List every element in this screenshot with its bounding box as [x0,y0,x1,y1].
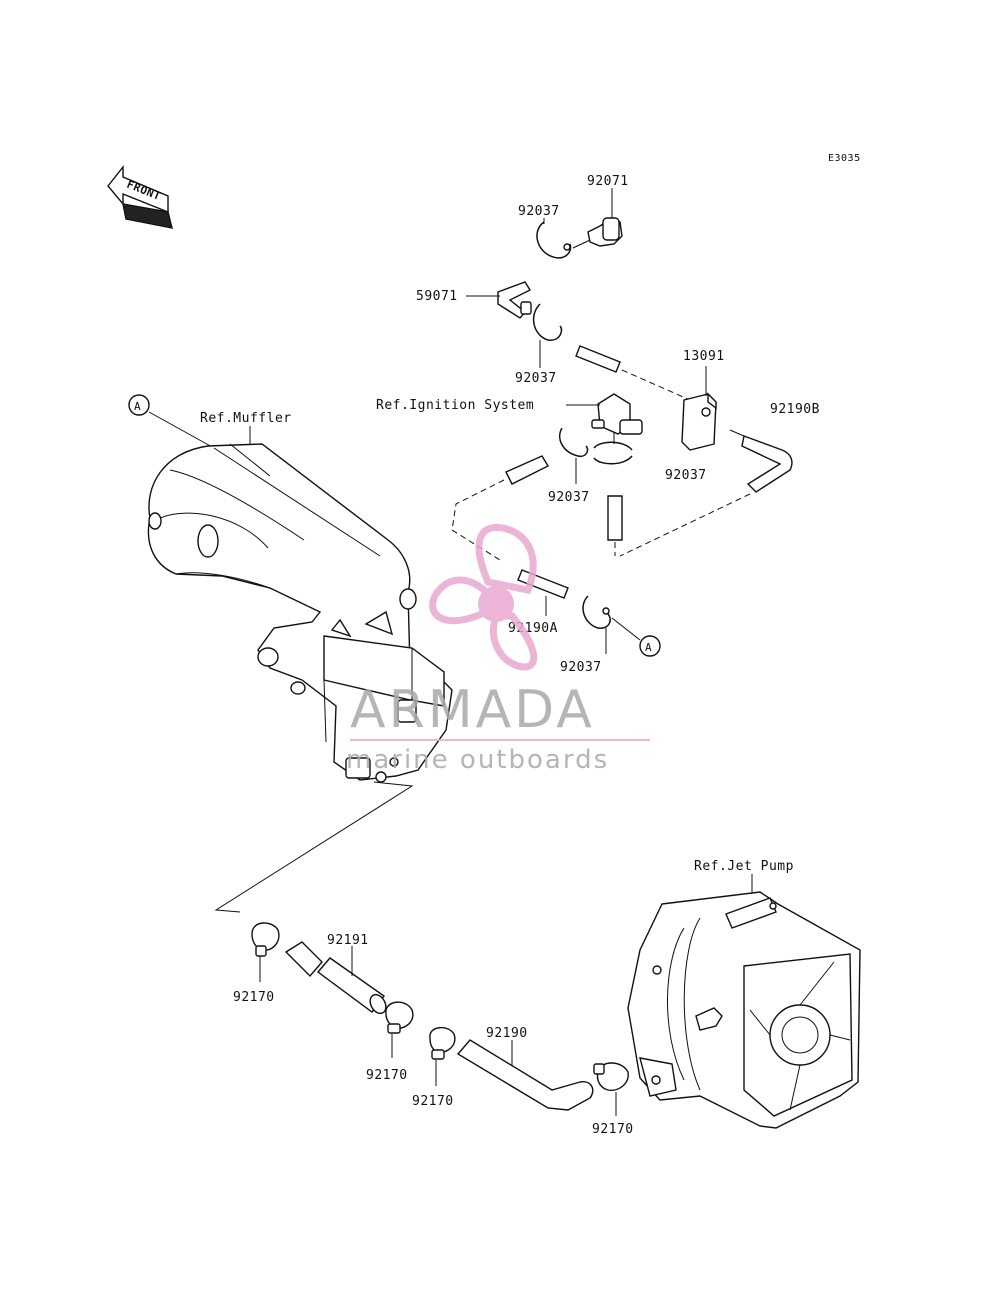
callout-13091: 13091 [683,349,725,364]
callout-92170-a: 92170 [233,990,275,1005]
muffler-assembly [147,443,453,783]
callout-ref-jet-pump: Ref.Jet Pump [694,859,794,874]
diagram-code: E3035 [828,153,861,164]
part-92037-clamp-lower[interactable] [582,595,611,629]
svg-text:A: A [645,641,652,654]
watermark-tagline: marine outboards [346,745,609,775]
callout-92071: 92071 [587,174,629,189]
callout-59071: 59071 [416,289,458,304]
part-92190A-hose[interactable] [517,569,569,599]
callout-ref-muffler: Ref.Muffler [200,411,292,426]
callout-92037-center: 92037 [548,490,590,505]
callout-92170-b: 92170 [366,1068,408,1083]
svg-text:A: A [134,400,141,413]
propeller-logo-icon [429,524,538,671]
reference-marker-a-left: A [128,394,150,416]
hose-segment-center[interactable] [505,455,549,485]
part-92037-clamp-center[interactable] [558,427,589,458]
callout-92037-mid: 92037 [515,371,557,386]
hose-segment-vertical[interactable] [607,495,623,541]
callout-92037-top: 92037 [518,204,560,219]
callout-92170-c: 92170 [412,1094,454,1109]
jet-pump-assembly [627,891,861,1129]
callout-92037-right: 92037 [665,468,707,483]
part-92170-clamp-a[interactable] [251,922,280,957]
callout-92190: 92190 [486,1026,528,1041]
watermark-logo: ARMADA marine outboards [346,524,650,775]
callout-92190B: 92190B [770,402,820,417]
part-92037-clamp-top[interactable] [536,221,572,259]
part-92170-clamp-b[interactable] [385,1001,414,1034]
hose-segment-upper[interactable] [575,345,621,373]
part-92170-clamp-c[interactable] [429,1027,456,1060]
part-92037-clamp-right[interactable] [593,441,633,465]
front-arrow-icon: FRONT [107,164,173,229]
reference-marker-a-right: A [639,635,661,657]
part-92071-fitting[interactable] [572,217,623,249]
watermark-brand: ARMADA [350,680,595,740]
ignition-system-fitting[interactable] [591,393,643,435]
callout-ref-ignition: Ref.Ignition System [376,398,534,413]
part-92037-clamp-mid[interactable] [532,303,563,341]
callout-92191: 92191 [327,933,369,948]
part-92191-hose[interactable] [316,957,389,1016]
callout-92170-d: 92170 [592,1122,634,1137]
hose-segment-short[interactable] [284,941,323,978]
part-13091-bracket[interactable] [681,392,717,451]
part-92170-clamp-d[interactable] [593,1062,629,1091]
part-59071-joint[interactable] [497,281,532,319]
part-92190-hose[interactable] [456,1039,594,1111]
part-92190B-hose[interactable] [741,435,793,493]
callout-92037-lower: 92037 [560,660,602,675]
